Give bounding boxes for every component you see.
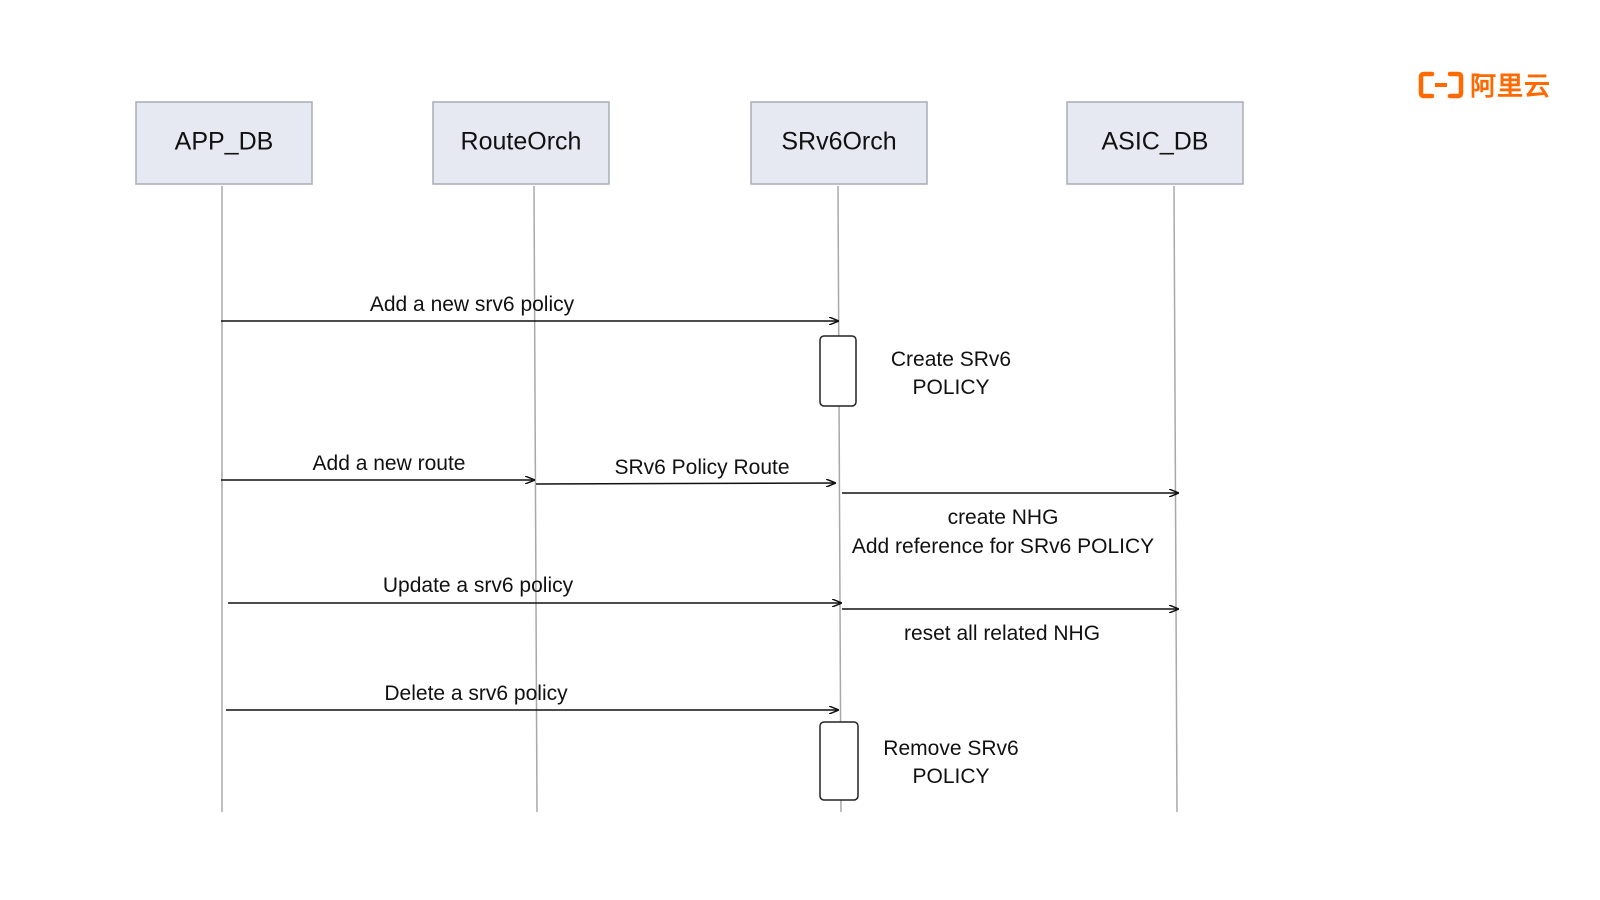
note-line: Add reference for SRv6 POLICY [852,535,1154,558]
note-create-policy: Create SRv6 POLICY [891,348,1011,399]
message-arrow [535,483,835,484]
actor-label: ASIC_DB [1102,128,1209,156]
aliyun-bracket-icon [1418,71,1464,98]
note-remove-policy: Remove SRv6 POLICY [883,737,1018,788]
note-line: POLICY [912,765,989,788]
lifeline-route-orch [533,185,538,813]
lifeline-asic-db [1173,185,1178,813]
message-add-srv6-policy: Add a new srv6 policy [221,293,838,321]
message-label: Add a new srv6 policy [370,293,575,316]
actor-srv6-orch: SRv6Orch [750,101,928,185]
actor-asic-db: ASIC_DB [1066,101,1244,185]
note-line: create NHG [948,506,1059,529]
actor-label: APP_DB [175,128,274,156]
activation-remove-policy [819,721,859,801]
actor-label: RouteOrch [461,128,582,156]
message-delete-srv6-policy: Delete a srv6 policy [226,682,838,710]
brand-logo: 阿里云 [1418,66,1551,103]
note-reset-nhg: reset all related NHG [904,622,1100,645]
actor-app-db: APP_DB [135,101,313,185]
note-create-nhg: create NHG Add reference for SRv6 POLICY [852,506,1154,558]
actor-route-orch: RouteOrch [432,101,610,185]
activation-create-policy [819,335,857,407]
brand-logo-text: 阿里云 [1470,72,1552,102]
note-line: Create SRv6 [891,348,1011,371]
note-line: POLICY [912,376,989,399]
note-line: Remove SRv6 [883,737,1018,760]
message-label: Update a srv6 policy [383,574,574,597]
actor-label: SRv6Orch [781,128,896,156]
message-add-route: Add a new route [221,452,534,480]
message-label: SRv6 Policy Route [614,456,789,479]
message-srv6-policy-route: SRv6 Policy Route [535,456,835,484]
message-update-srv6-policy: Update a srv6 policy [228,574,841,603]
lifeline-srv6-orch [837,185,842,813]
message-label: Add a new route [313,452,466,475]
note-line: reset all related NHG [904,622,1100,645]
message-label: Delete a srv6 policy [384,682,568,705]
